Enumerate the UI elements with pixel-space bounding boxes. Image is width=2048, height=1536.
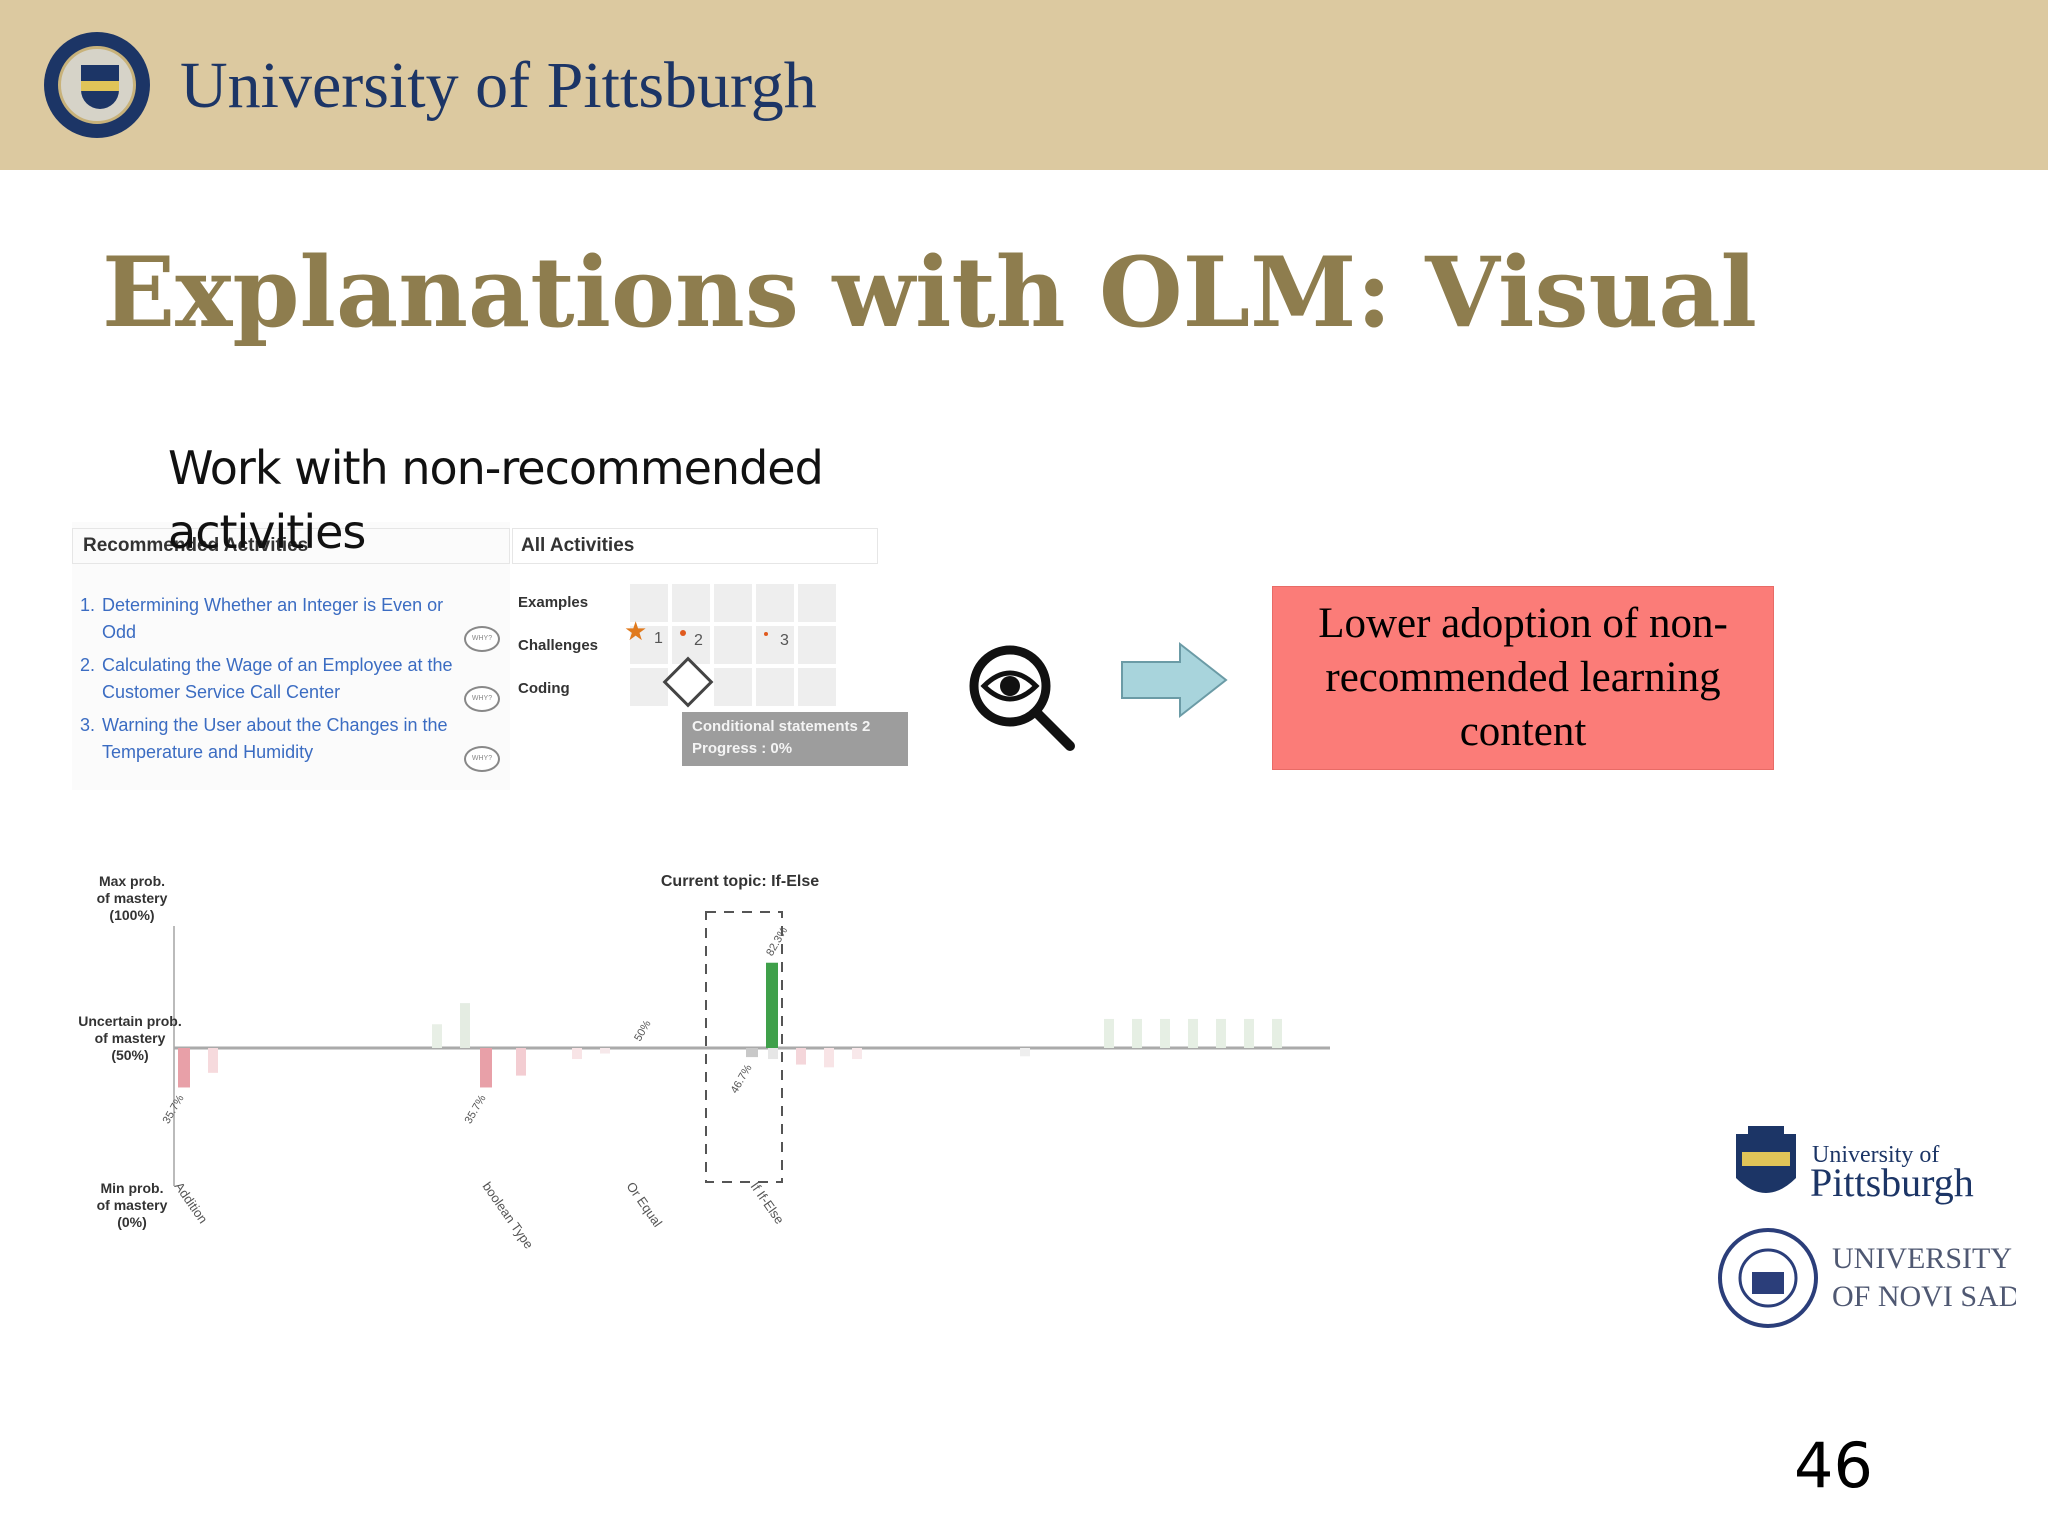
why-bubble-icon[interactable]: WHY? — [464, 686, 500, 712]
mastery-bar-chart: Current topic: If-Else Max prob.of maste… — [78, 873, 1330, 1251]
challenge-mark-2: 2 — [694, 632, 703, 649]
why-bubble-icon[interactable]: WHY? — [464, 626, 500, 652]
mastery-bar — [766, 962, 778, 1048]
faint-bar — [768, 1048, 778, 1060]
bar-value-label: 46.7% — [729, 1062, 755, 1095]
progress-dot-icon — [680, 630, 686, 636]
partner-logos: University of Pittsburgh UNIVERSITY OF N… — [1718, 1126, 2016, 1328]
faint-bar — [824, 1048, 834, 1068]
faint-bar — [1020, 1048, 1030, 1057]
list-item-number: 3. — [80, 715, 96, 735]
callout-text: Lower adoption of non-recommended learni… — [1318, 600, 1728, 755]
faint-bar — [1216, 1018, 1226, 1048]
recommended-activities-header: Recommended Activities — [72, 528, 510, 564]
category-label: boolean Type — [480, 1179, 537, 1251]
activity-cell[interactable] — [756, 584, 794, 622]
tooltip-progress: Progress : 0% — [692, 740, 793, 757]
faint-bar — [1104, 1018, 1114, 1048]
recommended-activities-list: 1. Determining Whether an Integer is Eve… — [80, 592, 500, 772]
mastery-bar — [480, 1048, 492, 1088]
category-label: Or Equal — [624, 1179, 666, 1230]
university-seal-icon — [44, 32, 150, 138]
hovered-activity-diamond-icon[interactable] — [662, 656, 714, 708]
bar-value-label: 50% — [632, 1018, 654, 1043]
category-label: If If-Else — [748, 1179, 788, 1227]
slide-title: Explanations with OLM: Visual — [102, 236, 1758, 349]
activity-cell[interactable] — [798, 584, 836, 622]
faint-bar — [1244, 1018, 1254, 1048]
header-band: University of Pittsburgh — [0, 0, 2048, 170]
challenge-mark-1: 1 — [654, 630, 663, 647]
pitt-logo-line1: University of — [1812, 1142, 1939, 1168]
novi-sad-line1: UNIVERSITY — [1832, 1242, 2012, 1275]
list-item-number: 1. — [80, 595, 96, 615]
faint-bar — [208, 1048, 218, 1073]
activity-cell[interactable] — [756, 626, 794, 664]
current-topic-frame — [705, 911, 783, 1183]
right-arrow-icon — [1121, 641, 1228, 719]
row-label-coding: Coding — [518, 680, 570, 697]
magnifier-eye-icon — [969, 645, 1075, 751]
activity-cell[interactable] — [672, 584, 710, 622]
list-item[interactable]: 3. Warning the User about the Changes in… — [80, 712, 500, 772]
pitt-shield-icon — [1736, 1126, 1796, 1193]
y-label-min: Min prob.of mastery(0%) — [97, 1180, 168, 1230]
activity-tooltip: Conditional statements 2 Progress : 0% — [682, 712, 908, 766]
faint-bar — [600, 1048, 610, 1054]
list-item-link[interactable]: Determining Whether an Integer is Even o… — [102, 595, 444, 642]
faint-bar — [1188, 1018, 1198, 1048]
university-name: University of Pittsburgh — [180, 49, 817, 122]
bar-value-label: 35.7% — [463, 1093, 489, 1126]
pitt-logo-line2: Pittsburgh — [1810, 1160, 1974, 1205]
faint-bar — [460, 1003, 470, 1048]
why-bubble-icon[interactable]: WHY? — [464, 746, 500, 772]
faint-bar — [852, 1048, 862, 1060]
activity-cell[interactable] — [756, 668, 794, 706]
faint-bar — [1160, 1018, 1170, 1048]
faint-bar — [516, 1048, 526, 1076]
all-activities-header: All Activities — [512, 528, 878, 564]
activity-cell[interactable] — [798, 668, 836, 706]
activity-cell[interactable] — [672, 626, 710, 664]
row-label-challenges: Challenges — [518, 637, 599, 654]
page-number: 46 — [1794, 1429, 1873, 1502]
challenge-mark-3: 3 — [780, 632, 789, 649]
activity-cell[interactable] — [798, 626, 836, 664]
bar-value-label: 35.7% — [161, 1093, 187, 1126]
star-icon: ★ — [624, 616, 648, 646]
activity-cell[interactable] — [630, 584, 668, 622]
faint-bar — [796, 1048, 806, 1065]
chart-title: Current topic: If-Else — [661, 873, 819, 890]
slide-subtitle: Work with non-recommended activities — [168, 441, 824, 559]
list-item[interactable]: 1. Determining Whether an Integer is Eve… — [80, 592, 500, 652]
activity-cell[interactable] — [714, 584, 752, 622]
category-label: Addition — [172, 1179, 211, 1226]
list-item-link[interactable]: Calculating the Wage of an Employee at t… — [102, 655, 453, 702]
bar-value-label: 82.3% — [764, 925, 790, 958]
mastery-bar — [746, 1048, 758, 1058]
list-item-link[interactable]: Warning the User about the Changes in th… — [102, 715, 448, 762]
progress-dot-icon — [764, 632, 768, 636]
activity-cell[interactable] — [714, 626, 752, 664]
activity-cell[interactable] — [630, 626, 668, 664]
activity-cell[interactable] — [714, 668, 752, 706]
row-label-examples: Examples — [518, 594, 589, 611]
activity-cell[interactable] — [630, 668, 668, 706]
faint-bar — [432, 1024, 442, 1048]
list-item[interactable]: 2. Calculating the Wage of an Employee a… — [80, 652, 500, 712]
faint-bar — [1132, 1018, 1142, 1048]
mastery-bar — [178, 1048, 190, 1088]
callout-box: Lower adoption of non-recommended learni… — [1272, 586, 1774, 770]
y-label-max: Max prob.of mastery(100%) — [97, 873, 168, 923]
tooltip-title: Conditional statements 2 — [692, 718, 871, 735]
recommended-activities-panel — [72, 522, 510, 790]
list-item-number: 2. — [80, 655, 96, 675]
y-label-mid: Uncertain prob.of mastery(50%) — [78, 1013, 181, 1063]
novi-sad-line2: OF NOVI SAD — [1832, 1280, 2016, 1313]
faint-bar — [572, 1048, 582, 1060]
novi-sad-seal-icon — [1718, 1228, 1818, 1328]
faint-bar — [1272, 1018, 1282, 1048]
